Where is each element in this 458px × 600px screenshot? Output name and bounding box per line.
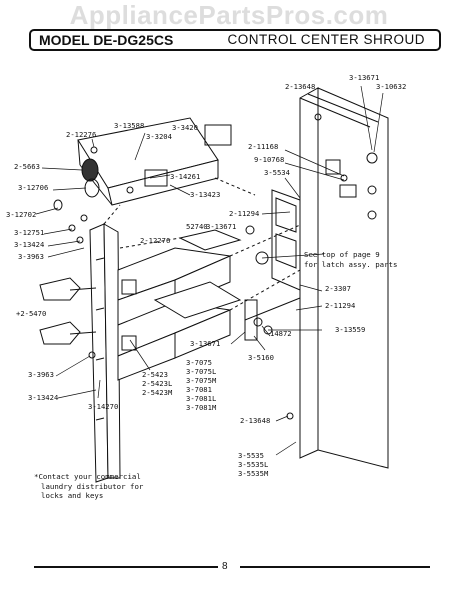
part-label: 2-13648 bbox=[240, 416, 270, 425]
part-label: 3-13671 bbox=[206, 222, 236, 231]
left-side-rail bbox=[89, 223, 121, 483]
part-label: 3-13588 bbox=[114, 121, 144, 130]
part-label: +2-5470 bbox=[16, 309, 46, 318]
part-label: 2-5663 bbox=[14, 162, 40, 171]
page-number: 8 bbox=[222, 561, 228, 572]
part-label: 3-5534 bbox=[264, 168, 290, 177]
watermark-text: AppliancePartsPros.com bbox=[69, 0, 389, 30]
part-label: 3-7081M bbox=[186, 403, 217, 412]
latch-note-line: for latch assy. parts bbox=[304, 260, 398, 269]
part-label: 3-3963 bbox=[18, 252, 44, 261]
footnote: *Contact your commercial laundry distrib… bbox=[34, 472, 214, 501]
part-label: 14872 bbox=[270, 329, 292, 338]
latch-hooks bbox=[39, 277, 97, 345]
fasteners bbox=[68, 113, 378, 420]
part-label: 3-5535M bbox=[238, 469, 269, 478]
footnote-line: locks and keys bbox=[41, 491, 104, 501]
timer-knob-assembly bbox=[53, 158, 100, 211]
header-box: MODEL DE-DG25CS CONTROL CENTER SHROUD bbox=[29, 29, 441, 51]
control-panel-bracket bbox=[77, 117, 232, 206]
part-label: 3-12751 bbox=[14, 228, 44, 237]
part-label: 2-12276 bbox=[140, 236, 170, 245]
part-label: 52740 bbox=[186, 222, 208, 231]
diagram-title: CONTROL CENTER SHROUD bbox=[227, 32, 425, 47]
part-label: 3-7075 bbox=[186, 358, 212, 367]
part-label: 9-10768 bbox=[254, 155, 284, 164]
part-label: 2-11294 bbox=[325, 301, 355, 310]
part-label: 3-3420 bbox=[172, 123, 198, 132]
latch-note-line: See top of page 9 bbox=[304, 250, 380, 259]
part-label: 2-5423L bbox=[142, 379, 172, 388]
part-label: 3-3204 bbox=[146, 132, 172, 141]
footnote-line: laundry distributor for bbox=[41, 481, 144, 491]
part-label: 2-12276 bbox=[66, 130, 96, 139]
part-label: 3-7081 bbox=[186, 385, 212, 394]
latch-bracket bbox=[244, 225, 301, 341]
part-label: 3-13671 bbox=[190, 339, 220, 348]
part-label: 3-13559 bbox=[335, 325, 365, 334]
part-label: 3-13671 bbox=[349, 73, 379, 82]
coin-chute-boxes bbox=[117, 229, 242, 381]
model-number: MODEL DE-DG25CS bbox=[39, 32, 174, 48]
part-label: 3-13423 bbox=[190, 190, 220, 199]
control-center-shroud-panel bbox=[271, 87, 389, 469]
part-label: 3-12706 bbox=[18, 183, 48, 192]
part-label: 2-3307 bbox=[325, 284, 351, 293]
part-label: 2-5423M bbox=[142, 388, 173, 397]
part-label: 3-5160 bbox=[248, 353, 274, 362]
part-label: 3-14270 bbox=[88, 402, 118, 411]
part-label: 3-14261 bbox=[170, 172, 200, 181]
latch-note: See top of page 9 for latch assy. parts bbox=[304, 250, 454, 270]
part-label: 2-11168 bbox=[248, 142, 278, 151]
part-label: 3-10632 bbox=[376, 82, 406, 91]
part-label: 2-13648 bbox=[285, 82, 315, 91]
part-label: 3-7075M bbox=[186, 376, 217, 385]
part-label: 3-13424 bbox=[14, 240, 44, 249]
part-label: 3-3963 bbox=[28, 370, 54, 379]
part-label: 2-11294 bbox=[229, 209, 259, 218]
footnote-line: *Contact your commercial bbox=[34, 472, 141, 481]
part-label: 3-5535L bbox=[238, 460, 268, 469]
part-label: 3-12702 bbox=[6, 210, 36, 219]
part-label: 2-5423 bbox=[142, 370, 168, 379]
part-label: 3-13424 bbox=[28, 393, 58, 402]
part-label: 3-7081L bbox=[186, 394, 216, 403]
part-label: 3-7075L bbox=[186, 367, 216, 376]
part-label: 3-5535 bbox=[238, 451, 264, 460]
